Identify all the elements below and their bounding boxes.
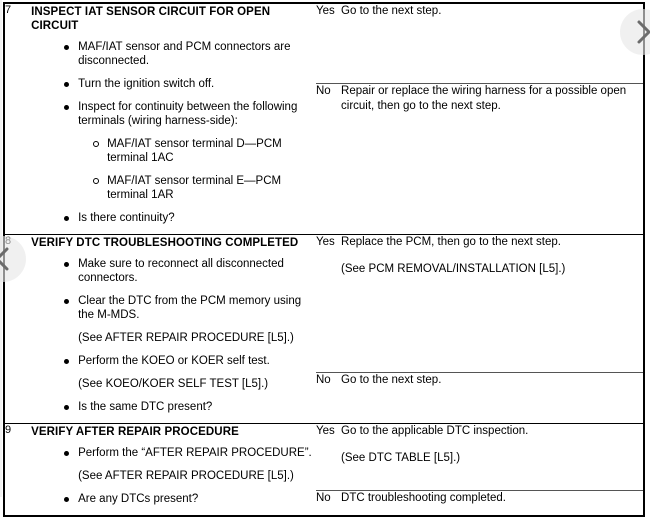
step-instruction-list: MAF/IAT sensor and PCM connectors are di… (31, 40, 316, 225)
table-body: 7 INSPECT IAT SENSOR CIRCUIT FOR OPEN CI… (4, 3, 644, 516)
result-action: Repair or replace the wiring harness for… (341, 82, 644, 235)
chevron-right-icon (633, 19, 650, 45)
result-answer: No (315, 371, 342, 424)
list-item: Clear the DTC from the PCM memory using … (64, 294, 316, 322)
table-row: 8 VERIFY DTC TROUBLESHOOTING COMPLETED M… (4, 234, 644, 424)
result-text: Replace the PCM, then go to the next ste… (341, 236, 561, 248)
step-instruction-list: Make sure to reconnect all disconnected … (31, 257, 316, 414)
list-item-note: (See KOEO/KOER SELF TEST [L5].) (78, 378, 269, 390)
result-answer: Yes (315, 423, 342, 491)
result-answer: Yes (315, 5, 335, 17)
step-title: VERIFY DTC TROUBLESHOOTING COMPLETED (31, 237, 299, 249)
result-text: DTC troubleshooting completed. (341, 491, 506, 504)
step-number: 7 (5, 4, 12, 16)
list-item: MAF/IAT sensor terminal D—PCM terminal 1… (93, 137, 316, 165)
result-action: Go to the next step. (341, 3, 644, 83)
step-number: 9 (4, 423, 32, 516)
chevron-left-icon (0, 246, 13, 272)
table-row-sub: No Repair or replace the wiring harness … (4, 82, 644, 235)
result-text: Repair or replace the wiring harness for… (341, 84, 627, 112)
result-answer: No (315, 82, 342, 235)
list-item: Make sure to reconnect all disconnected … (64, 257, 316, 285)
table-row-sub: No Go to the next step. (4, 371, 644, 424)
step-body: INSPECT IAT SENSOR CIRCUIT FOR OPEN CIRC… (31, 3, 316, 235)
list-item: Inspect for continuity between the follo… (64, 100, 316, 128)
step-instruction-list: Perform the “AFTER REPAIR PROCEDURE”. (S… (31, 446, 316, 506)
result-text: Go to the next step. (341, 373, 442, 386)
list-item: Perform the “AFTER REPAIR PROCEDURE”. (64, 446, 316, 460)
list-item-note: (See AFTER REPAIR PROCEDURE [L5].) (78, 332, 294, 344)
step-body: VERIFY DTC TROUBLESHOOTING COMPLETED Mak… (31, 234, 316, 424)
result-answer: No (315, 489, 342, 516)
result-reference: (See DTC TABLE [L5].) (341, 452, 461, 464)
result-text: Go to the applicable DTC inspection. (341, 425, 529, 437)
next-page-button[interactable] (620, 9, 650, 55)
table-row: 9 VERIFY AFTER REPAIR PROCEDURE Perform … (4, 423, 644, 516)
result-action: Replace the PCM, then go to the next ste… (341, 234, 644, 373)
table-row: 7 INSPECT IAT SENSOR CIRCUIT FOR OPEN CI… (4, 3, 644, 224)
list-item: Is there continuity? (64, 211, 316, 225)
result-action: DTC troubleshooting completed. (341, 489, 644, 516)
result-action: Go to the next step. (341, 371, 644, 424)
list-item: Perform the KOEO or KOER self test. (64, 354, 316, 368)
list-item: MAF/IAT sensor terminal E—PCM terminal 1… (93, 174, 316, 202)
step-body: VERIFY AFTER REPAIR PROCEDURE Perform th… (31, 423, 316, 516)
result-reference: (See PCM REMOVAL/INSTALLATION [L5].) (341, 263, 566, 275)
result-answer: Yes (315, 234, 342, 373)
list-item: Are any DTCs present? (64, 492, 316, 506)
list-item-note: (See AFTER REPAIR PROCEDURE [L5].) (78, 470, 294, 482)
result-action: Go to the applicable DTC inspection. (Se… (341, 423, 644, 491)
step-title: VERIFY AFTER REPAIR PROCEDURE (31, 426, 239, 438)
list-item: Turn the ignition switch off. (64, 77, 316, 91)
list-item: MAF/IAT sensor and PCM connectors are di… (64, 40, 316, 68)
result-text: Go to the next step. (341, 5, 442, 17)
troubleshooting-table: 7 INSPECT IAT SENSOR CIRCUIT FOR OPEN CI… (3, 2, 645, 517)
step-title: INSPECT IAT SENSOR CIRCUIT FOR OPEN CIRC… (31, 6, 271, 32)
list-item: Is the same DTC present? (64, 400, 316, 414)
